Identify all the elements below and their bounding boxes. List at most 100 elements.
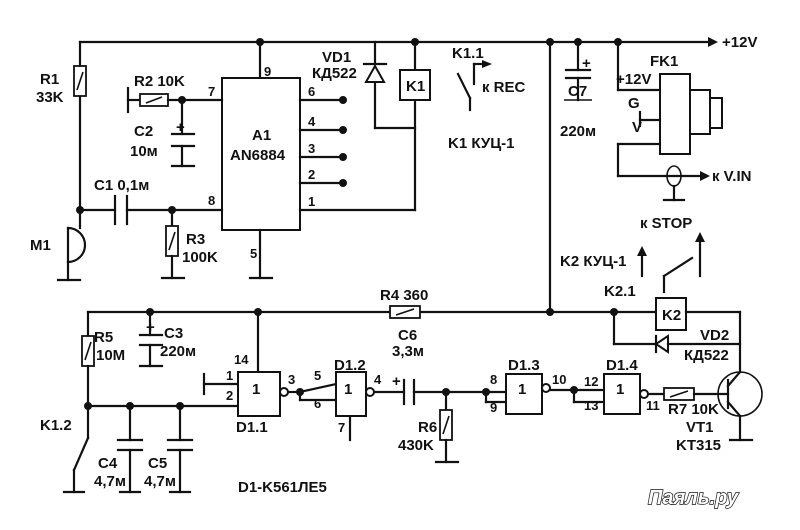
vd2-label: VD2 (700, 327, 729, 344)
pin-a1-8: 8 (208, 193, 215, 208)
vd1-type: КД522 (312, 65, 357, 82)
pin-a1-5: 5 (250, 246, 257, 261)
r7-label: R7 10K (668, 401, 719, 418)
r3-value: 100K (182, 249, 218, 266)
pin-d12-5: 5 (314, 368, 321, 383)
k1-relay (399, 69, 431, 101)
k2-section (548, 297, 742, 374)
c4-value: 4,7м (94, 473, 126, 490)
pin-a1-9: 9 (264, 64, 271, 79)
k-vin-label: к V.IN (712, 168, 751, 185)
c7-plus: + (582, 55, 591, 72)
c7-label: C7 (568, 83, 587, 100)
pin-a1-2: 2 (308, 167, 315, 182)
pin-a1-3: 3 (308, 141, 315, 156)
c2-value: 10м (130, 143, 158, 160)
site-watermark: Паяль.ру (648, 487, 739, 509)
fk1-pin12: +12V (616, 71, 651, 88)
gate-d1-2-symbol: 1 (344, 381, 352, 398)
pin-a1-7: 7 (208, 84, 215, 99)
k1-1-contact (456, 60, 492, 112)
c1-label: C1 0,1м (94, 177, 149, 194)
supply-rail-wires (78, 37, 718, 314)
d1-type-label: D1-K561ЛЕ5 (238, 479, 327, 496)
k2-1-label: K2.1 (604, 283, 636, 300)
pin-d12-7: 7 (338, 420, 345, 435)
r2-label: R2 10K (134, 73, 185, 90)
gate-d1-4 (603, 373, 641, 415)
pin-d14-13: 13 (584, 398, 598, 413)
c6-value: 3,3м (392, 343, 424, 360)
gate-d1-3 (505, 373, 543, 415)
supply-label: +12V (722, 34, 757, 51)
k2-label: K2 (662, 307, 681, 324)
gate-d1-1 (237, 371, 281, 417)
gate-d1-4-symbol: 1 (616, 381, 624, 398)
k2-desc: K2 КУЦ-1 (560, 253, 627, 270)
pin-d12-6: 6 (314, 396, 321, 411)
pin-a1-4: 4 (308, 114, 316, 129)
pin-a1-6: 6 (308, 84, 315, 99)
k1-2-label: K1.2 (40, 417, 72, 434)
c7-value: 220м (560, 123, 596, 140)
pin-d13-8: 8 (490, 372, 497, 387)
component-labels: +12V R1 33K R2 10K C2 10м + C1 0,1м R3 1… (30, 34, 757, 496)
r4-label: R4 360 (380, 287, 428, 304)
gate-d1-2 (335, 371, 367, 417)
junction-dots (76, 38, 622, 410)
fk1-g: G (628, 95, 640, 112)
d1-2-label: D1.2 (334, 357, 366, 374)
c2-plus: + (176, 119, 185, 136)
pin-a1-1: 1 (308, 194, 315, 209)
pin-d11-3: 3 (288, 372, 295, 387)
pin-d12-4: 4 (374, 372, 382, 387)
m1-label: M1 (30, 237, 51, 254)
k-rec-label: к REC (482, 79, 526, 96)
gate-symbols: 1 1 1 1 (252, 381, 624, 398)
r5-label: R5 (94, 329, 113, 346)
a1-label: A1 (252, 127, 271, 144)
r3-label: R3 (186, 231, 205, 248)
c6-plus: + (392, 373, 401, 390)
gate-d1-3-symbol: 1 (518, 381, 526, 398)
vd1-diode (362, 62, 388, 83)
r5-value: 10M (96, 347, 125, 364)
logic-gates (237, 371, 649, 417)
k2-1-contact (637, 232, 705, 294)
r1-value: 33K (36, 89, 64, 106)
c6-label: C6 (398, 327, 417, 344)
r1-label: R1 (40, 71, 59, 88)
c3-plus: + (146, 319, 155, 336)
a1-section (78, 77, 417, 280)
fk1-module (616, 73, 723, 202)
r6-label: R6 (418, 419, 437, 436)
fk1-v: V (632, 119, 642, 136)
c4-label: C4 (98, 455, 118, 472)
pin-d11-1: 1 (226, 368, 233, 383)
pin-d11-2: 2 (226, 388, 233, 403)
c5-value: 4,7м (144, 473, 176, 490)
k1-1-label: K1.1 (452, 45, 484, 62)
m1-microphone (56, 208, 87, 282)
c3-label: C3 (164, 325, 183, 342)
k2-relay (655, 297, 687, 331)
r6-value: 430K (398, 437, 434, 454)
c2-label: C2 (134, 123, 153, 140)
vt1-transistor (717, 370, 763, 442)
pin-numbers: 9 7 8 5 6 4 3 2 1 14 1 2 3 5 6 4 7 8 9 1… (208, 64, 660, 435)
bottom-section-wires (62, 305, 730, 494)
fk1-label: FK1 (650, 53, 678, 70)
pin-d13-9: 9 (490, 400, 497, 415)
pin-d11-14: 14 (234, 352, 249, 367)
d1-1-label: D1.1 (236, 419, 268, 436)
pin-d13-10: 10 (552, 372, 566, 387)
k1-label: K1 (406, 78, 425, 95)
vt1-label: VT1 (686, 419, 714, 436)
c7-capacitor (564, 68, 592, 80)
vd1-label: VD1 (322, 49, 351, 66)
gate-d1-1-symbol: 1 (252, 381, 260, 398)
c3-value: 220м (160, 343, 196, 360)
a1-type: AN6884 (230, 147, 286, 164)
pin-d14-11: 11 (646, 398, 660, 413)
